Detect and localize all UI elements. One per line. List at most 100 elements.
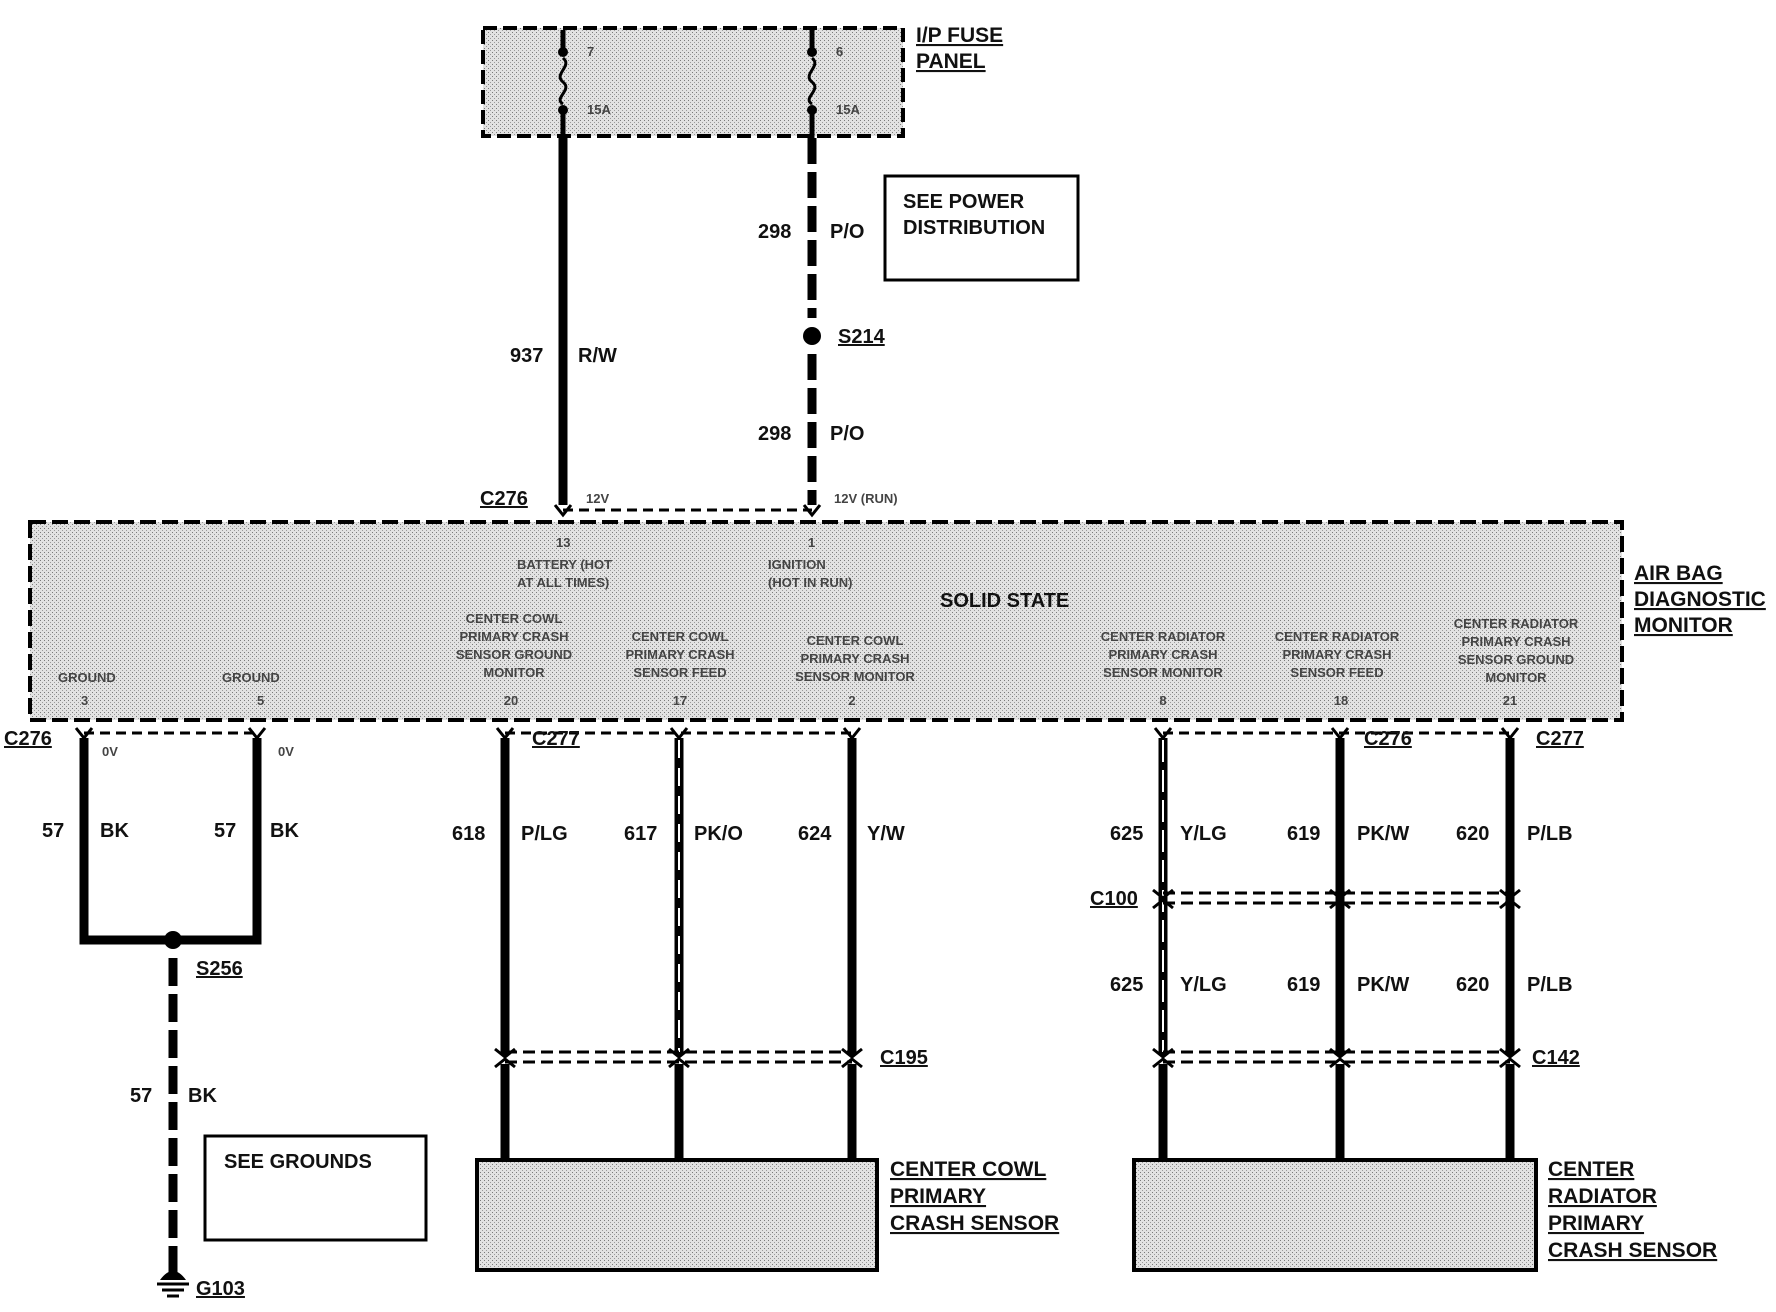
pin-2-desc-1: CENTER COWL bbox=[807, 633, 904, 648]
wire-617-number: 617 bbox=[624, 823, 657, 845]
wire-57-a-number: 57 bbox=[42, 820, 64, 842]
wire-625-a-number: 625 bbox=[1110, 823, 1143, 845]
pin-2-number: 2 bbox=[848, 693, 855, 708]
connector-c100 bbox=[1152, 888, 1521, 910]
radiator-sensor-title-2: RADIATOR bbox=[1548, 1185, 1657, 1208]
pin-8-desc-1: CENTER RADIATOR bbox=[1101, 629, 1226, 644]
wire-625-b-number: 625 bbox=[1110, 974, 1143, 996]
monitor-name-1: AIR BAG bbox=[1634, 562, 1723, 585]
pin-5-desc: GROUND bbox=[222, 670, 280, 685]
pin-5-number: 5 bbox=[257, 693, 264, 708]
cowl-sensor-title-1: CENTER COWL bbox=[890, 1158, 1046, 1181]
wire-57-b-number: 57 bbox=[214, 820, 236, 842]
radiator-sensor-title-3: PRIMARY bbox=[1548, 1212, 1644, 1235]
fuse-panel-title-2: PANEL bbox=[916, 50, 986, 73]
pin-2-labels: CENTER COWL PRIMARY CRASH SENSOR MONITOR… bbox=[795, 633, 915, 708]
connector-c142 bbox=[1152, 1047, 1521, 1160]
pin-21-number: 21 bbox=[1503, 693, 1517, 708]
solid-state-label: SOLID STATE bbox=[940, 590, 1069, 612]
fuse-7-rating: 15A bbox=[587, 102, 611, 117]
pin-2-desc-2: PRIMARY CRASH bbox=[800, 651, 909, 666]
connector-c142-label: C142 bbox=[1532, 1047, 1580, 1069]
connector-c276-left-label: C276 bbox=[4, 728, 52, 750]
pin-8-number: 8 bbox=[1159, 693, 1166, 708]
pin-21-labels: CENTER RADIATOR PRIMARY CRASH SENSOR GRO… bbox=[1454, 616, 1579, 708]
pin-17-desc-3: SENSOR FEED bbox=[633, 665, 726, 680]
ground-icon bbox=[157, 1271, 189, 1298]
splice-s256-icon bbox=[164, 931, 182, 949]
wire-618-number: 618 bbox=[452, 823, 485, 845]
pin-13-desc-1: BATTERY (HOT bbox=[517, 557, 612, 572]
pin-8-labels: CENTER RADIATOR PRIMARY CRASH SENSOR MON… bbox=[1101, 629, 1226, 708]
pin-8-desc-2: PRIMARY CRASH bbox=[1108, 647, 1217, 662]
pin-17-desc-2: PRIMARY CRASH bbox=[625, 647, 734, 662]
pin-17-desc-1: CENTER COWL bbox=[632, 629, 729, 644]
wire-624-color: Y/W bbox=[867, 823, 905, 845]
pin-21-desc-2: PRIMARY CRASH bbox=[1461, 634, 1570, 649]
see-grounds-box[interactable]: SEE GROUNDS bbox=[203, 1134, 428, 1242]
pin-18-desc-3: SENSOR FEED bbox=[1290, 665, 1383, 680]
monitor-name-2: DIAGNOSTIC bbox=[1634, 588, 1766, 611]
pin-20-number: 20 bbox=[504, 693, 518, 708]
voltage-12v: 12V bbox=[586, 491, 609, 506]
connector-row-monitor-bottom bbox=[74, 727, 1520, 741]
pin-1-desc-1: IGNITION bbox=[768, 557, 826, 572]
pin-8-desc-3: SENSOR MONITOR bbox=[1103, 665, 1223, 680]
voltage-0v-b: 0V bbox=[278, 744, 294, 759]
pin-13-number: 13 bbox=[556, 535, 570, 550]
pin-18-desc-1: CENTER RADIATOR bbox=[1275, 629, 1400, 644]
pin-2-desc-3: SENSOR MONITOR bbox=[795, 669, 915, 684]
pin-18-number: 18 bbox=[1334, 693, 1348, 708]
connector-c276-right-label: C276 bbox=[1364, 728, 1412, 750]
see-power-line-1: SEE POWER bbox=[903, 191, 1025, 213]
wire-937-color: R/W bbox=[578, 345, 617, 367]
fuse-7-number: 7 bbox=[587, 44, 594, 59]
wire-618-color: P/LG bbox=[521, 823, 568, 845]
pin-3-labels: GROUND 3 bbox=[58, 670, 116, 708]
wire-937-number: 937 bbox=[510, 345, 543, 367]
wire-298-upper-number: 298 bbox=[758, 221, 791, 243]
wire-298-upper-color: P/O bbox=[830, 221, 864, 243]
splice-s214-label: S214 bbox=[838, 326, 886, 348]
voltage-0v-a: 0V bbox=[102, 744, 118, 759]
see-power-distribution-box[interactable]: SEE POWER DISTRIBUTION bbox=[883, 174, 1080, 282]
wire-619-a-number: 619 bbox=[1287, 823, 1320, 845]
wire-57-c-color: BK bbox=[188, 1085, 217, 1107]
pin-21-desc-4: MONITOR bbox=[1485, 670, 1547, 685]
fuse-panel-title-1: I/P FUSE bbox=[916, 24, 1003, 47]
pin-13-labels: 13 BATTERY (HOT AT ALL TIMES) bbox=[517, 535, 612, 590]
fuse-6-icon bbox=[807, 30, 817, 138]
wire-298-lower-color: P/O bbox=[830, 423, 864, 445]
wire-57-b-color: BK bbox=[270, 820, 299, 842]
connector-c276-top-label: C276 bbox=[480, 488, 528, 510]
wire-625-b-color: Y/LG bbox=[1180, 974, 1227, 996]
see-grounds-label: SEE GROUNDS bbox=[224, 1151, 372, 1173]
pin-5-labels: GROUND 5 bbox=[222, 670, 280, 708]
wire-617-color: PK/O bbox=[694, 823, 743, 845]
pin-17-labels: CENTER COWL PRIMARY CRASH SENSOR FEED 17 bbox=[625, 629, 734, 708]
pin-20-desc-1: CENTER COWL bbox=[466, 611, 563, 626]
pin-21-desc-3: SENSOR GROUND bbox=[1458, 652, 1574, 667]
ground-g103-label: G103 bbox=[196, 1278, 245, 1300]
wire-620-b-number: 620 bbox=[1456, 974, 1489, 996]
pin-17-number: 17 bbox=[673, 693, 687, 708]
wire-619-b-color: PK/W bbox=[1357, 974, 1409, 996]
wire-625-a-color: Y/LG bbox=[1180, 823, 1227, 845]
wire-57-c-number: 57 bbox=[130, 1085, 152, 1107]
center-cowl-primary-crash-sensor bbox=[475, 1158, 879, 1272]
pin-1-number: 1 bbox=[808, 535, 815, 550]
air-bag-diagnostic-monitor bbox=[28, 520, 1624, 722]
cowl-sensor-title-3: CRASH SENSOR bbox=[890, 1212, 1059, 1235]
fuse-7-icon bbox=[558, 30, 568, 138]
voltage-12v-run: 12V (RUN) bbox=[834, 491, 898, 506]
connector-c195-label: C195 bbox=[880, 1047, 928, 1069]
pin-20-desc-2: PRIMARY CRASH bbox=[459, 629, 568, 644]
pin-1-desc-2: (HOT IN RUN) bbox=[768, 575, 853, 590]
wire-619-a-color: PK/W bbox=[1357, 823, 1409, 845]
fuse-6-rating: 15A bbox=[836, 102, 860, 117]
pin-21-desc-1: CENTER RADIATOR bbox=[1454, 616, 1579, 631]
pin-20-desc-3: SENSOR GROUND bbox=[456, 647, 572, 662]
fuse-panel: 7 15A 6 15A bbox=[481, 26, 905, 138]
pin-18-desc-2: PRIMARY CRASH bbox=[1282, 647, 1391, 662]
